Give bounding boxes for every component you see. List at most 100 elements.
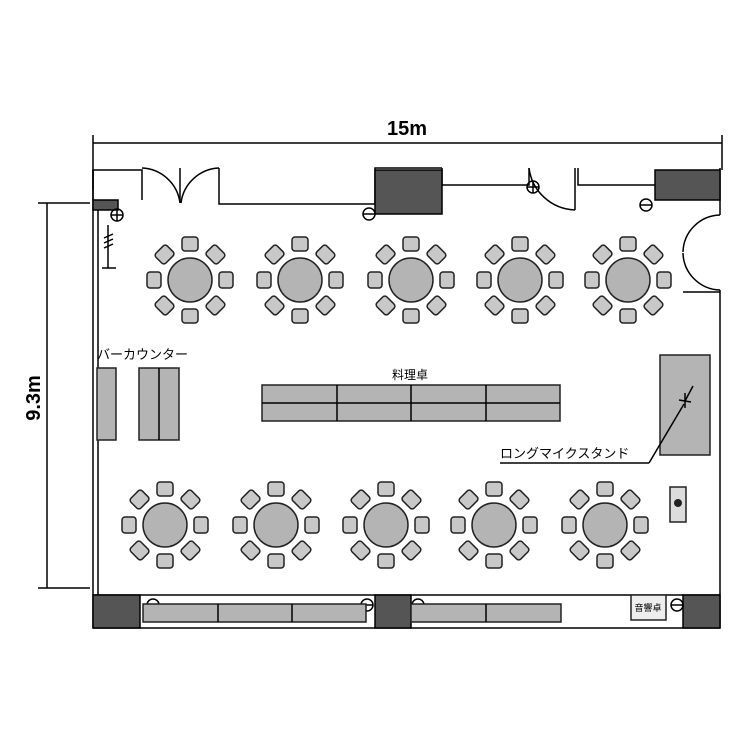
chair: [592, 295, 613, 316]
outlet-icon: [362, 207, 376, 221]
chair: [375, 244, 396, 265]
bar-counter-label: バーカウンター: [97, 348, 188, 363]
chair: [267, 481, 285, 497]
chair: [458, 540, 479, 561]
chair: [350, 540, 371, 561]
outlet-icon: [670, 598, 684, 612]
width-dimension: 15m: [92, 118, 723, 190]
outlet-icon: [526, 180, 540, 194]
chair: [232, 516, 248, 534]
height-dimension: 9.3m: [23, 202, 90, 589]
chair: [218, 271, 234, 289]
chair: [154, 295, 175, 316]
round-table-set[interactable]: [476, 236, 564, 324]
door-right-double[interactable]: [682, 214, 721, 291]
round-table-set[interactable]: [256, 236, 344, 324]
round-table-set[interactable]: [232, 481, 320, 569]
chair: [264, 244, 285, 265]
round-table: [605, 257, 651, 303]
chair: [509, 489, 530, 510]
round-table: [363, 502, 409, 548]
round-table: [388, 257, 434, 303]
round-table-set[interactable]: [121, 481, 209, 569]
chair: [328, 271, 344, 289]
chair: [367, 271, 383, 289]
chair: [240, 489, 261, 510]
chair: [193, 516, 209, 534]
round-table-set[interactable]: [450, 481, 538, 569]
chair: [180, 489, 201, 510]
chair: [402, 236, 420, 252]
round-table: [167, 257, 213, 303]
wall-block-bottom-left: [92, 594, 141, 629]
wall-block-top-right: [654, 169, 721, 201]
chair: [439, 271, 455, 289]
mic-stand-leader: [648, 403, 685, 464]
round-table-set[interactable]: [561, 481, 649, 569]
chair: [129, 540, 150, 561]
chair: [291, 489, 312, 510]
chair: [264, 295, 285, 316]
round-table-set[interactable]: [584, 236, 672, 324]
speaker-icon: [669, 486, 687, 523]
chair: [596, 481, 614, 497]
round-table-set[interactable]: [367, 236, 455, 324]
chair: [402, 308, 420, 324]
chair: [569, 540, 590, 561]
chair: [267, 553, 285, 569]
chair: [535, 295, 556, 316]
chair: [156, 481, 174, 497]
chair: [592, 244, 613, 265]
round-table-set[interactable]: [342, 481, 430, 569]
chair: [509, 540, 530, 561]
sound-table-label: 音響卓: [634, 602, 661, 614]
chair: [561, 516, 577, 534]
chair: [426, 295, 447, 316]
chair: [643, 244, 664, 265]
room-walls: [92, 167, 721, 629]
round-table: [497, 257, 543, 303]
sound-table[interactable]: 音響卓: [630, 594, 667, 621]
outlet-icon: [639, 198, 653, 212]
chair: [569, 489, 590, 510]
chair: [377, 553, 395, 569]
chair: [485, 553, 503, 569]
chair: [304, 516, 320, 534]
chair: [129, 489, 150, 510]
chair: [548, 271, 564, 289]
outlet-icon: [110, 208, 124, 222]
round-table: [582, 502, 628, 548]
chair: [401, 540, 422, 561]
chair: [121, 516, 137, 534]
chair: [180, 540, 201, 561]
chair: [620, 489, 641, 510]
chair: [205, 295, 226, 316]
door-top-double[interactable]: [141, 167, 220, 204]
chair: [350, 489, 371, 510]
chair: [450, 516, 466, 534]
width-label: 15m: [387, 118, 427, 140]
door-top-right[interactable]: [528, 167, 576, 211]
round-table: [277, 257, 323, 303]
chair: [401, 489, 422, 510]
chair: [256, 271, 272, 289]
chair: [620, 540, 641, 561]
chair: [154, 244, 175, 265]
food-table[interactable]: 料理卓: [261, 368, 561, 422]
chair: [485, 481, 503, 497]
round-table: [142, 502, 188, 548]
chair: [291, 540, 312, 561]
bar-counter[interactable]: バーカウンター: [96, 348, 188, 441]
chair: [511, 308, 529, 324]
chair: [240, 540, 261, 561]
round-table-set[interactable]: [146, 236, 234, 324]
chair: [315, 244, 336, 265]
bottom-counter-left[interactable]: [142, 603, 367, 623]
wall-block-top-left: [92, 199, 119, 211]
bottom-counter-right[interactable]: [410, 603, 562, 623]
chair: [656, 271, 672, 289]
stage-platform[interactable]: [648, 354, 711, 464]
chair: [377, 481, 395, 497]
chair: [584, 271, 600, 289]
